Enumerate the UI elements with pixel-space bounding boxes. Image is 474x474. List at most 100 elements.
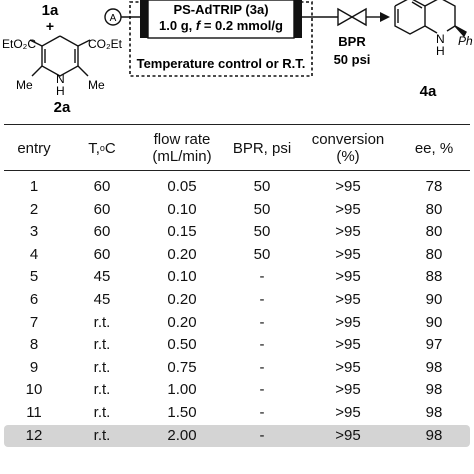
cell-flow: 0.10: [167, 268, 197, 286]
cell-bpr: -: [259, 291, 265, 308]
hantzsch-ester-structure: [29, 35, 91, 77]
header-entry: entry: [17, 139, 51, 157]
column-loading-label: 1.0 g, f = 0.2 mmol/g: [159, 18, 283, 33]
cell-flow: 1.50: [167, 404, 197, 421]
cell-t: 60: [93, 245, 111, 263]
table-row: 7 r.t. 0.20 - >95 90: [0, 312, 474, 335]
cell-conv: >95: [335, 404, 361, 421]
header-conversion-line2: (%): [336, 148, 360, 165]
cell-entry: 8: [29, 336, 39, 354]
cell-conv: >95: [335, 381, 361, 399]
cell-bpr: 50: [253, 223, 271, 241]
product-4a-label: 4a: [420, 83, 437, 100]
header-flow-line1: flow rate: [153, 131, 211, 148]
cell-entry: 1: [29, 178, 39, 195]
cell-conv: >95: [335, 223, 361, 241]
cell-t: 60: [93, 178, 111, 195]
cell-conv: >95: [335, 245, 361, 263]
cell-bpr: 50: [253, 178, 271, 195]
cell-t: 60: [93, 223, 111, 241]
cell-bpr: -: [259, 426, 265, 444]
cell-flow: 0.50: [167, 336, 197, 354]
cell-entry: 9: [29, 358, 39, 376]
cell-conv: >95: [335, 313, 361, 331]
cell-ee: 90: [425, 313, 443, 331]
cell-ee: 98: [425, 426, 443, 444]
cell-entry: 5: [29, 268, 39, 286]
cell-ee: 90: [425, 291, 443, 308]
cell-t: r.t.: [93, 426, 111, 444]
cell-ee: 88: [425, 268, 443, 286]
cell-bpr: -: [259, 336, 265, 354]
ring-nitrogen: N: [56, 72, 65, 86]
cell-ee: 80: [425, 223, 443, 241]
cell-ee: 97: [425, 336, 443, 354]
cell-bpr: -: [259, 381, 265, 399]
bpr-valve-icon: [337, 7, 367, 27]
cell-flow: 0.75: [167, 358, 197, 376]
cell-bpr: -: [259, 358, 265, 376]
product-4a-structure: [394, 0, 467, 38]
cell-entry: 12: [25, 426, 43, 444]
bpr-label: BPR: [338, 34, 366, 49]
cell-flow: 0.05: [167, 178, 197, 195]
product-phenyl: Ph: [458, 34, 473, 48]
cell-t: r.t.: [93, 336, 111, 354]
cell-flow: 0.20: [167, 245, 197, 263]
header-conversion-line1: conversion: [311, 131, 385, 148]
cell-entry: 2: [29, 200, 39, 218]
table-row: 8 r.t. 0.50 - >95 97: [0, 334, 474, 357]
pump-a-label: A: [110, 13, 117, 24]
header-conversion: conversion (%): [300, 128, 396, 168]
cell-flow: 0.15: [167, 223, 197, 241]
column-catalyst-label: PS-AdTRIP (3a): [173, 2, 268, 17]
product-nitrogen: N: [436, 32, 445, 46]
methyl-right: Me: [88, 78, 105, 92]
plus-sign: +: [46, 18, 54, 34]
header-flow-line2: (mL/min): [152, 148, 212, 165]
cell-conv: >95: [335, 200, 361, 218]
column-left-cap: [140, 0, 148, 38]
cell-entry: 10: [25, 381, 43, 399]
product-hydrogen: H: [436, 44, 445, 58]
cell-ee: 98: [425, 381, 443, 399]
ester-right: CO₂Et: [88, 37, 123, 51]
cell-entry: 4: [29, 245, 39, 263]
cell-flow: 0.20: [167, 291, 197, 308]
table-row: 3 60 0.15 50 >95 80: [0, 221, 474, 244]
cell-t: r.t.: [93, 313, 111, 331]
header-ee: ee, %: [414, 139, 454, 157]
packed-column: [147, 0, 295, 39]
table-top-rule: [4, 124, 470, 126]
cell-bpr: 50: [253, 200, 271, 218]
cell-t: r.t.: [93, 358, 111, 376]
cell-entry: 3: [29, 223, 39, 241]
header-bpr: BPR, psi: [232, 139, 292, 157]
cell-ee: 98: [425, 404, 443, 421]
header-flow-rate: flow rate (mL/min): [132, 128, 232, 168]
cell-conv: >95: [335, 268, 361, 286]
cell-conv: >95: [335, 336, 361, 354]
cell-t: 45: [93, 291, 111, 308]
header-temperature-unit: C: [104, 139, 116, 157]
cell-bpr: -: [259, 313, 265, 331]
cell-entry: 7: [29, 313, 39, 331]
cell-flow: 2.00: [167, 426, 197, 444]
cell-ee: 80: [425, 245, 443, 263]
cell-t: r.t.: [93, 381, 111, 399]
reagent-1a-label: 1a: [42, 2, 59, 19]
table-header-rule: [4, 170, 470, 172]
ester-left: EtO₂C: [2, 37, 36, 51]
cell-t: r.t.: [93, 404, 111, 421]
cell-flow: 0.20: [167, 313, 197, 331]
